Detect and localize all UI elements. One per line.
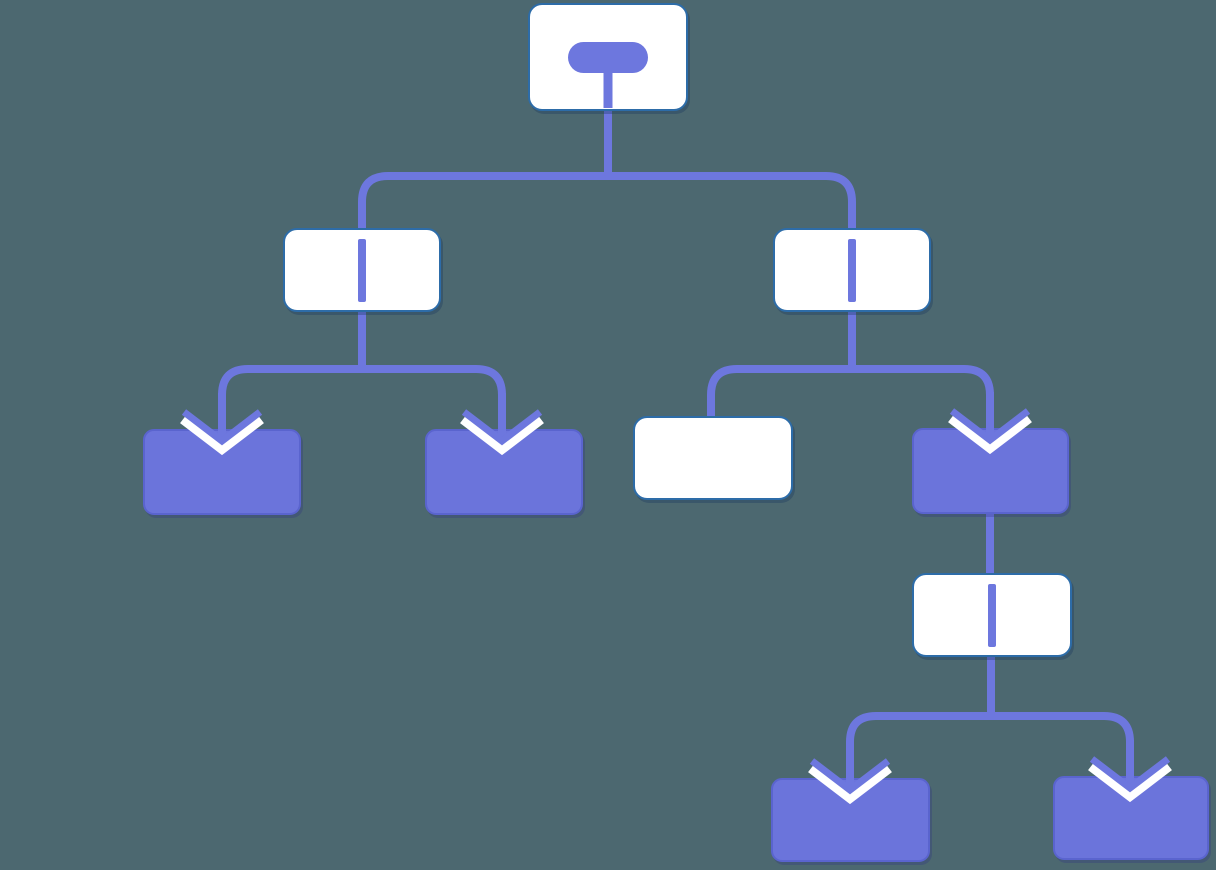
flowchart-node-branch-right[interactable] <box>773 228 931 312</box>
flowchart-node-plain-white[interactable] <box>633 416 793 500</box>
vertical-line-icon <box>358 238 366 302</box>
flowchart-node-branch-lower[interactable] <box>912 573 1072 657</box>
flowchart-node-leaf-a[interactable] <box>143 429 301 515</box>
vertical-line-icon <box>848 238 856 302</box>
flowchart-node-leaf-e[interactable] <box>1053 776 1209 860</box>
flowchart-node-leaf-b[interactable] <box>425 429 583 515</box>
flowchart-node-branch-left[interactable] <box>283 228 441 312</box>
stem-shape <box>603 68 613 108</box>
vertical-line-icon <box>988 583 996 647</box>
flowchart-node-leaf-c[interactable] <box>912 428 1069 514</box>
flowchart-node-leaf-d[interactable] <box>771 778 930 862</box>
flowchart-node-root[interactable] <box>528 3 688 111</box>
tree-root-icon <box>530 5 686 109</box>
pill-shape <box>568 42 648 73</box>
